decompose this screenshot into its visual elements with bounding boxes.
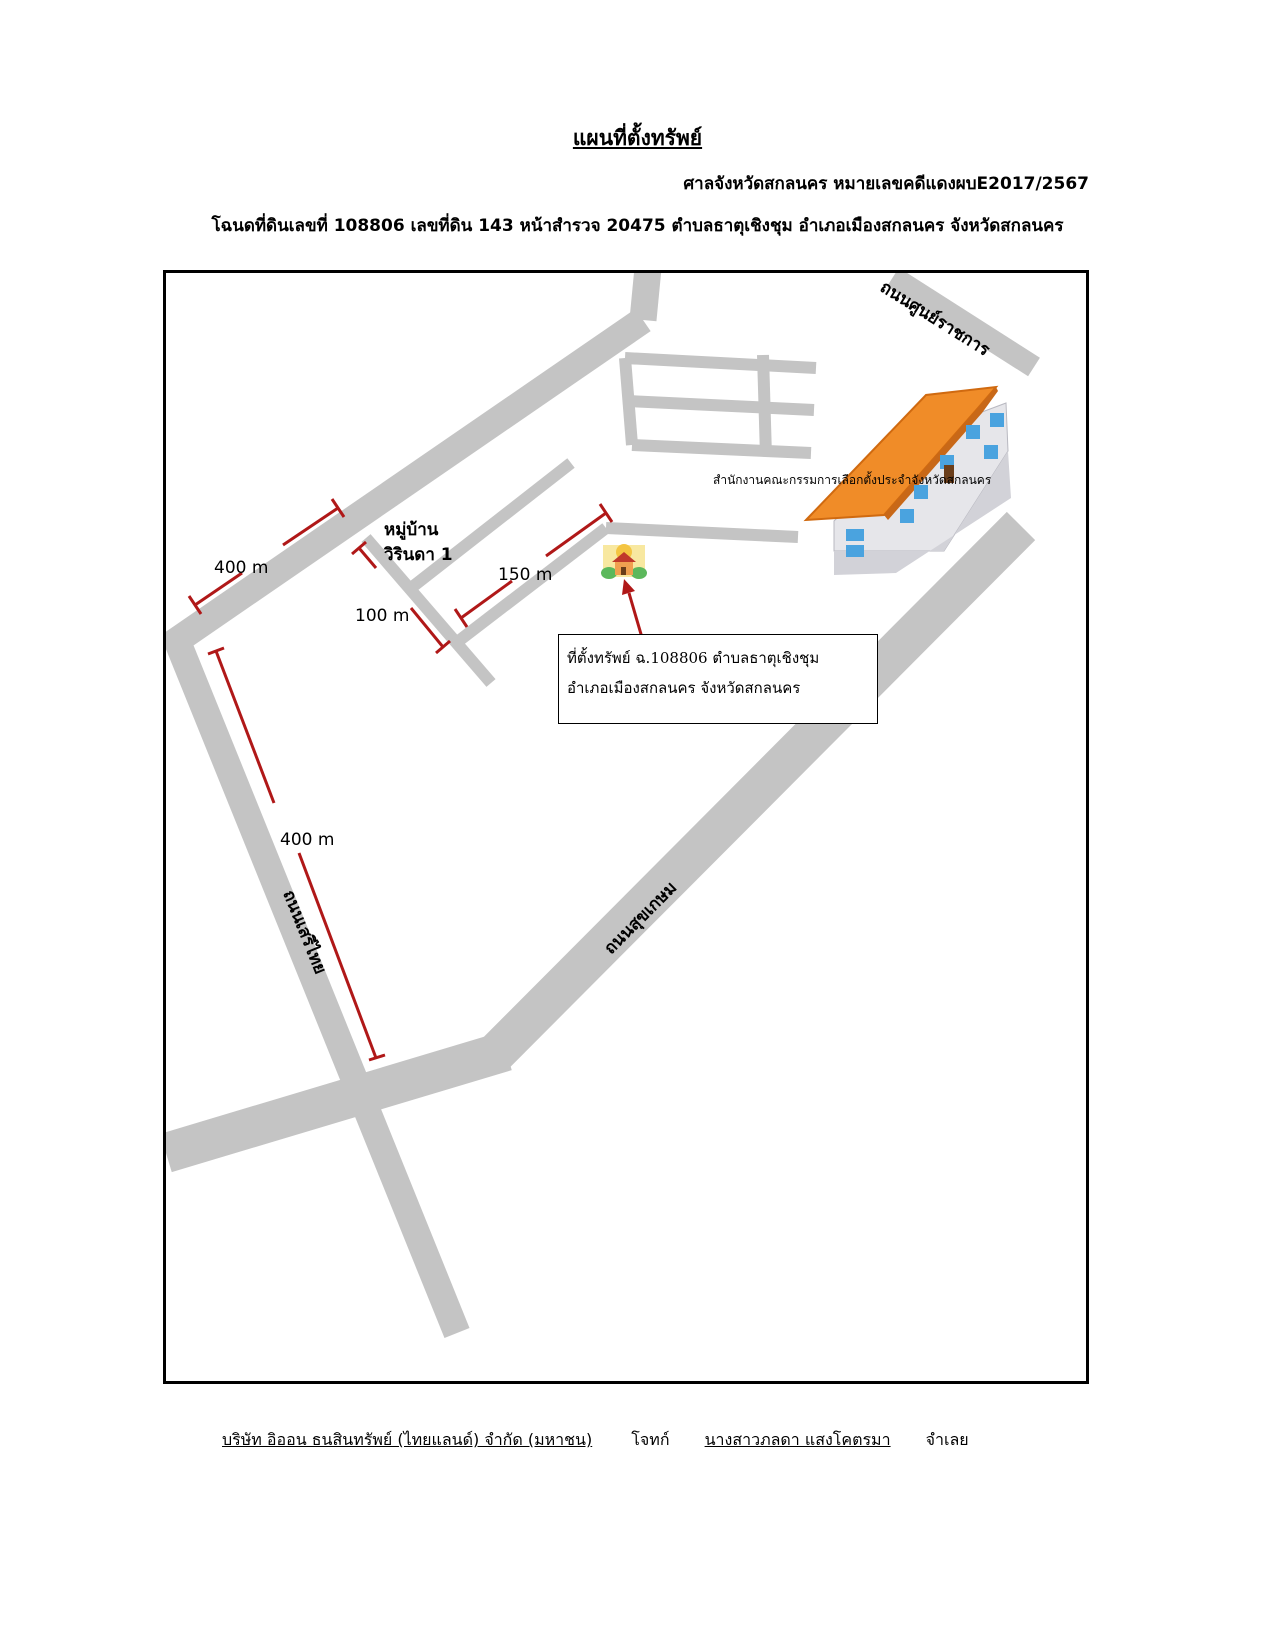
road-south-lower (166, 1031, 512, 1173)
village-label-line2: วิรินดา 1 (384, 545, 453, 565)
footer-parties: บริษัท อิออน ธนสินทรัพย์ (ไทยแลนด์) จำกั… (222, 1428, 969, 1453)
government-building-icon (803, 385, 1011, 575)
defendant-name: นางสาวภลดา แสงโคตรมา (704, 1430, 891, 1449)
road-north-east (887, 273, 1040, 377)
court-case-line: ศาลจังหวัดสกลนคร หมายเลขคดีแดงผบE2017/25… (683, 174, 1089, 194)
dimension-lines (187, 498, 614, 1062)
distance-label-middle: 100 m (355, 606, 409, 626)
road-grid-row-2 (627, 395, 815, 416)
defendant-role: จำเลย (925, 1430, 969, 1449)
plaintiff-role: โจทก์ (631, 1430, 670, 1449)
road-grid-row-1 (624, 352, 817, 374)
callout-line-2: อำเภอเมืองสกลนคร จังหวัดสกลนคร (567, 679, 801, 697)
map-frame: ถนนศูนย์ราชการ ถนนสุขเกษม ถนนเสรีไทย (163, 270, 1089, 1384)
building-windows (846, 413, 1004, 557)
distance-label-top-left: 400 m (214, 558, 268, 578)
callout-line-1: ที่ตั้งทรัพย์ ฉ.108806 ตำบลธาตุเชิงชุม (567, 649, 820, 667)
property-callout-box: ที่ตั้งทรัพย์ ฉ.108806 ตำบลธาตุเชิงชุม อ… (558, 634, 878, 724)
dimension-left-vertical (207, 646, 386, 1062)
road-village-spine (361, 534, 496, 687)
document-title: แผนที่ตั้งทรัพย์ (572, 126, 703, 150)
road-grid-row-3 (631, 439, 812, 459)
road-network (166, 273, 1040, 1339)
distance-label-right: 150 m (498, 565, 552, 585)
plaintiff-name: บริษัท อิออน ธนสินทรัพย์ (ไทยแลนด์) จำกั… (222, 1430, 593, 1449)
road-sukhakasem (481, 511, 1036, 1068)
land-deed-line: โฉนดที่ดินเลขที่ 108806 เลขที่ดิน 143 หน… (211, 216, 1064, 236)
road-west-vertical (166, 632, 470, 1339)
dimension-middle (351, 540, 451, 655)
distance-label-left-vertical: 400 m (280, 830, 334, 850)
dimension-right (453, 503, 614, 628)
village-label-line1: หมู่บ้าน (384, 520, 439, 541)
office-label: สำนักงานคณะกรรมการเลือกตั้งประจำจังหวัดส… (713, 471, 992, 487)
road-diagonal-main (166, 308, 651, 660)
map-canvas: ถนนศูนย์ราชการ ถนนสุขเกษม ถนนเสรีไทย (166, 273, 1040, 1339)
house-location-icon (601, 544, 647, 579)
road-to-property (605, 522, 799, 543)
road-village-lower (452, 523, 610, 648)
road-village-branch (407, 458, 575, 593)
pointer-arrow (622, 579, 645, 642)
road-north-stub (629, 273, 662, 322)
dimension-top-left (187, 498, 346, 615)
